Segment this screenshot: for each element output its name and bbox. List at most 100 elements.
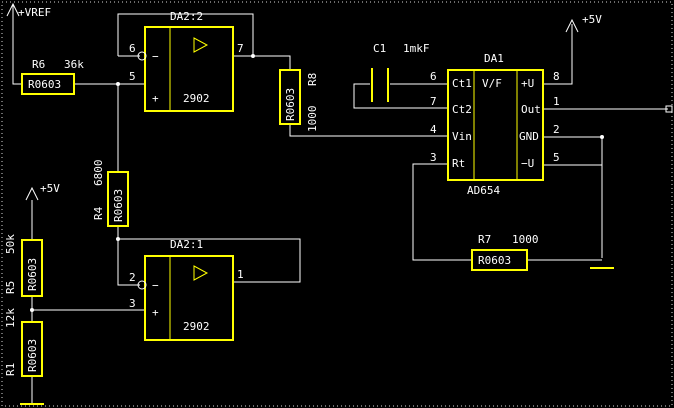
vf-pin-number: 5 (553, 151, 560, 164)
resistor-value: 6800 (92, 160, 105, 187)
wire-pin7-r8 (233, 55, 291, 70)
cap-value: 1mkF (403, 42, 430, 55)
vf-part: AD654 (467, 184, 500, 197)
wire-vref (12, 4, 22, 85)
resistor-body (107, 171, 129, 227)
resistor-body-label: R0603 (112, 189, 125, 222)
vf-pin-number: 6 (430, 70, 437, 83)
opamp-bottom[interactable]: − + 2902 DA2:1 2 3 1 (129, 238, 244, 341)
resistor-ref: R6 (32, 58, 45, 71)
resistor-body (279, 69, 301, 125)
resistor-body-label: R0603 (28, 78, 61, 91)
opamp-top-minus: − (152, 50, 159, 63)
output-terminal-icon[interactable] (665, 105, 673, 113)
resistor-value: 50k (4, 234, 17, 254)
opamp-bottom-pin1: 1 (237, 268, 244, 281)
wiring (12, 4, 668, 404)
vf-pin-label: +U (521, 77, 534, 90)
net-vref: +VREF (18, 6, 51, 19)
vf-pin-label: GND (519, 130, 539, 143)
junction-dot (600, 135, 604, 139)
resistor-body-label: R0603 (26, 339, 39, 372)
opamp-top[interactable]: − + 2902 DA2:2 6 5 7 (129, 10, 244, 112)
resistor-body-label: R0603 (284, 88, 297, 121)
resistor-ref: R7 (478, 233, 491, 246)
resistor-body (471, 249, 528, 271)
wire-feedback-bottom (118, 238, 301, 283)
vf-pin-number: 2 (553, 123, 560, 136)
opamp-bottom-pin3: 3 (129, 297, 136, 310)
resistor-r7[interactable]: R0603 R7 1000 (471, 233, 539, 271)
opamp-bottom-triangle-icon (193, 265, 209, 281)
net-5v-right: +5V (582, 13, 602, 26)
opamp-bottom-plus: + (152, 306, 159, 319)
opamp-bottom-part: 2902 (183, 320, 210, 333)
junction-dot (116, 237, 120, 241)
junction-dot (30, 308, 34, 312)
vf-func: V/F (482, 77, 502, 90)
vf-pin-number: 1 (553, 95, 560, 108)
net-5v-left: +5V (40, 182, 60, 195)
opamp-bottom-invert-bubble-icon (137, 280, 147, 290)
resistor-body (21, 239, 43, 297)
resistor-ref: R1 (4, 363, 17, 376)
wire-r8-vin (289, 124, 448, 137)
resistor-value: 36k (64, 58, 84, 71)
resistor-value: 1000 (306, 106, 319, 133)
resistor-value: 1000 (512, 233, 539, 246)
vf-pin-label: Out (521, 103, 541, 116)
vf-pin-number: 7 (430, 95, 437, 108)
vf-converter[interactable]: DA1 V/F AD654 Ct1 Ct2 Vin Rt 6 7 4 3 +U … (430, 52, 560, 197)
resistor-r1[interactable]: R0603 R1 12k (4, 308, 43, 377)
resistor-r4[interactable]: R0603 R4 6800 (92, 160, 129, 227)
opamp-top-plus: + (152, 92, 159, 105)
opamp-bottom-body (144, 255, 234, 341)
wire-feedback-top (117, 13, 254, 56)
opamp-top-pin5: 5 (129, 70, 136, 83)
vf-ref: DA1 (484, 52, 504, 65)
wire-rt-r7 (412, 163, 472, 261)
opamp-bottom-pin2: 2 (129, 271, 136, 284)
opamp-top-body (144, 26, 234, 112)
vf-pin-number: 3 (430, 151, 437, 164)
junction-dot (116, 82, 120, 86)
resistor-ref: R5 (4, 281, 17, 294)
opamp-top-pin7: 7 (237, 42, 244, 55)
resistor-r5[interactable]: R0603 R5 50k (4, 234, 43, 297)
resistor-value: 12k (4, 308, 17, 328)
vf-pin-label: Rt (452, 157, 465, 170)
resistor-r6[interactable]: R0603 R6 36k (21, 58, 84, 95)
resistor-body-label: R0603 (478, 254, 511, 267)
resistor-body-label: R0603 (26, 258, 39, 291)
vf-pin-label: Ct2 (452, 103, 472, 116)
resistor-ref: R4 (92, 206, 105, 220)
vcc-left-arrow-icon (25, 186, 39, 201)
wire-pin8-vcc (543, 24, 573, 85)
vref-arrow-icon (6, 2, 20, 17)
cap-ref: C1 (373, 42, 386, 55)
vf-pin-label: Ct1 (452, 77, 472, 90)
capacitor-c1[interactable]: C1 1mkF (371, 42, 430, 102)
vf-pin-label: −U (521, 157, 534, 170)
vf-body (447, 69, 544, 181)
opamp-bottom-minus: − (152, 279, 159, 292)
opamp-top-ref: DA2:2 (170, 10, 203, 23)
resistor-body (21, 73, 75, 95)
resistor-r8[interactable]: R0603 R8 1000 (279, 69, 319, 133)
vf-pin-label: Vin (452, 130, 472, 143)
opamp-top-part: 2902 (183, 92, 210, 105)
resistor-ref: R8 (306, 73, 319, 86)
resistor-body (21, 321, 43, 377)
vcc-arrow-icon (565, 18, 579, 33)
vf-pin-number: 8 (553, 70, 560, 83)
opamp-bottom-ref: DA2:1 (170, 238, 203, 251)
vf-pin-number: 4 (430, 123, 437, 136)
wire-r4-pin2 (117, 226, 140, 286)
opamp-top-pin6: 6 (129, 42, 136, 55)
wire-c1-ct2 (353, 83, 448, 109)
wire-gnd-minusu (543, 136, 603, 166)
junction-dot (251, 54, 255, 58)
